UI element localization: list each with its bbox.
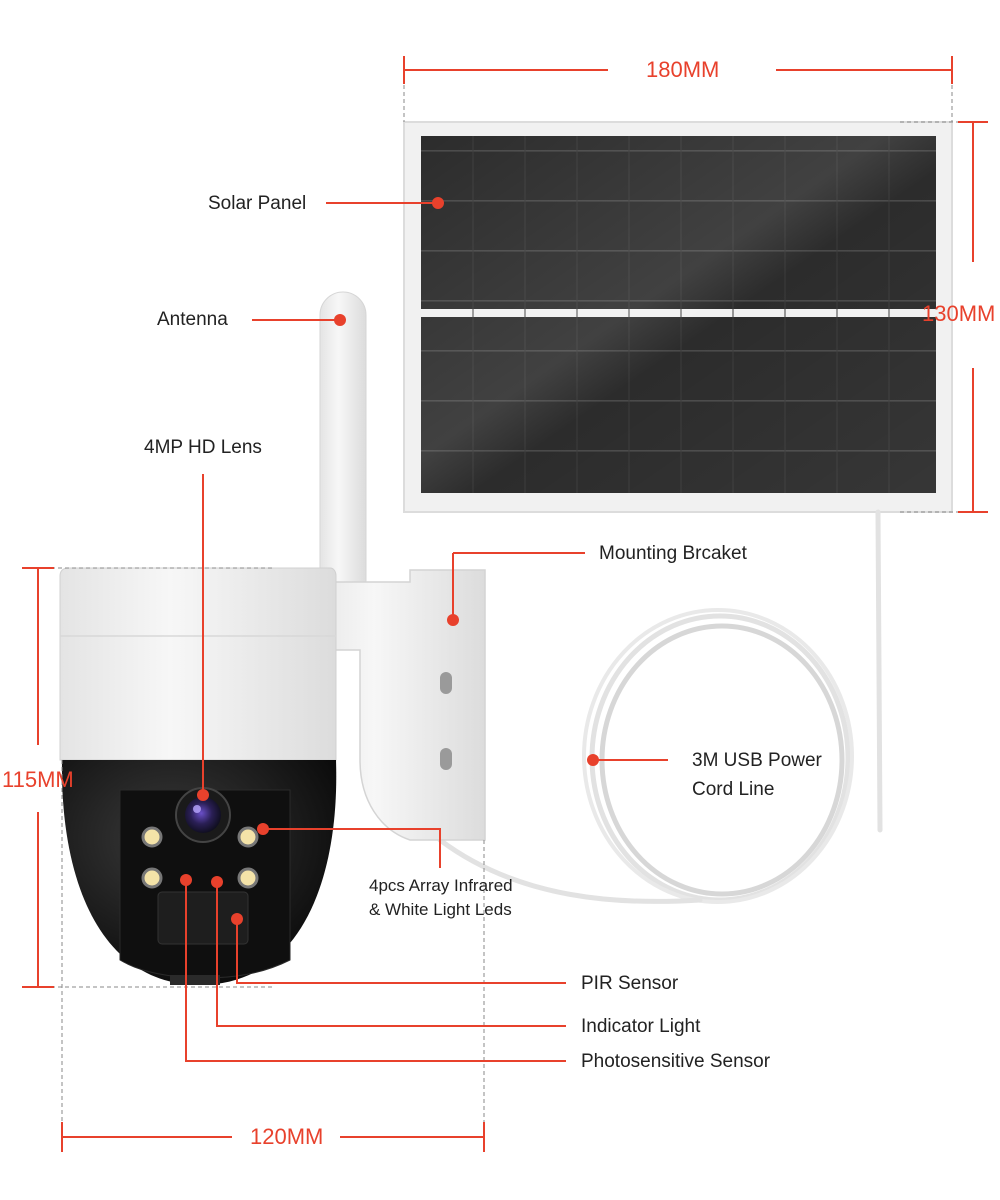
leds-label-line1: 4pcs Array Infrared: [369, 876, 513, 895]
dimension-lines: [22, 56, 988, 1152]
solar-panel-label: Solar Panel: [208, 193, 307, 214]
lens-label: 4MP HD Lens: [144, 437, 262, 458]
camera-icon: [59, 567, 337, 985]
camera-height-label: 115MM: [2, 767, 74, 792]
camera-width-label: 120MM: [250, 1124, 324, 1149]
antenna-label: Antenna: [157, 309, 228, 330]
usb-cord-label-line1: 3M USB Power: [692, 750, 822, 771]
photosensitive-sensor-label: Photosensitive Sensor: [581, 1051, 771, 1072]
mounting-bracket-icon: [299, 569, 486, 841]
pir-sensor-label: PIR Sensor: [581, 973, 679, 994]
solar-width-label: 180MM: [646, 57, 720, 82]
mounting-bracket-label: Mounting Brcaket: [599, 543, 747, 564]
callout-dots: [180, 197, 599, 925]
led-icon: [141, 826, 259, 889]
cable-coil-icon: [437, 509, 883, 904]
antenna-icon: [319, 291, 367, 615]
usb-cord-label-line2: Cord Line: [692, 779, 775, 800]
solar-height-label: 130MM: [922, 301, 996, 326]
callout-leaders: [185, 202, 668, 1062]
guide-lines: [30, 85, 975, 1150]
solar-panel-icon: [403, 121, 953, 513]
indicator-light-label: Indicator Light: [581, 1016, 701, 1037]
leds-label-line2: & White Light Leds: [369, 900, 512, 919]
